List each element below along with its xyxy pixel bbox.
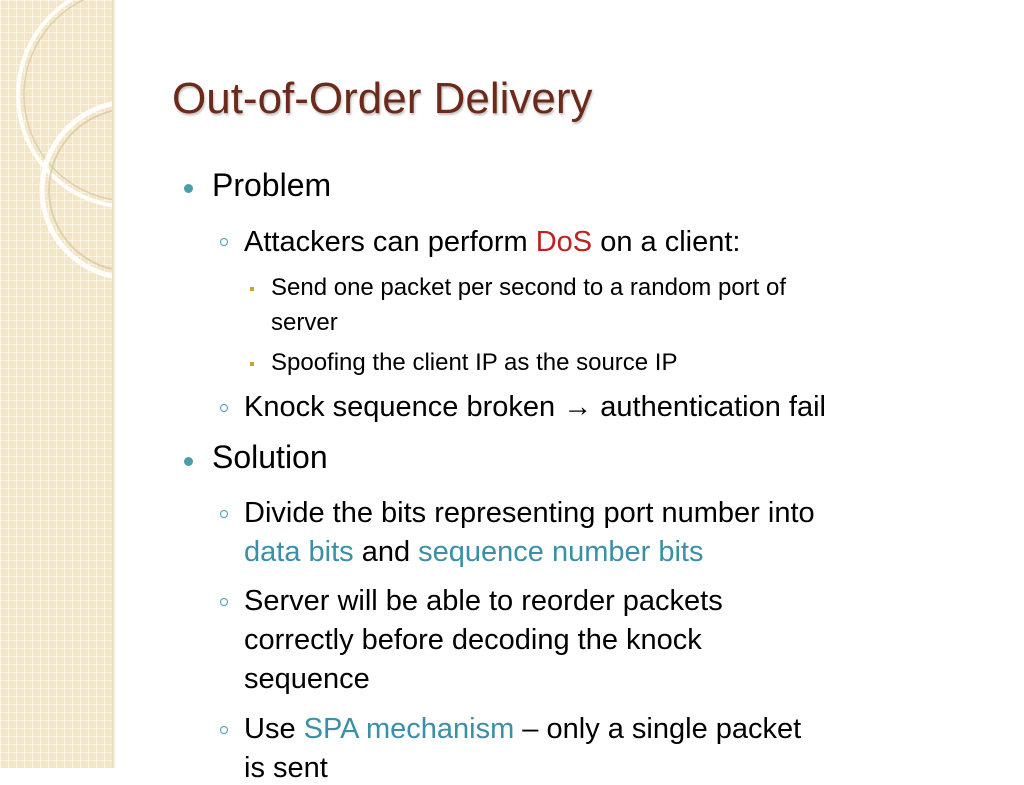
knock-point: Knock sequence broken → authentication f… xyxy=(244,391,826,424)
square-bullet xyxy=(250,287,254,291)
divide-point-line2: data bits and sequence number bits xyxy=(244,536,703,569)
sub-bullet-ring xyxy=(220,510,228,518)
sub-point-line: server xyxy=(271,309,338,336)
spa-point-line1: Use SPA mechanism – only a single packet xyxy=(244,713,801,746)
spa-highlight: SPA mechanism xyxy=(303,713,515,745)
sequence-bits-highlight: sequence number bits xyxy=(418,536,704,568)
sidebar-edge xyxy=(112,0,116,768)
divide-mid: and xyxy=(353,536,419,568)
solution-heading: Solution xyxy=(212,439,328,475)
spa-text-after: – only a single packet xyxy=(514,713,802,745)
sub-bullet-ring xyxy=(220,238,228,246)
right-arrow-icon: → xyxy=(563,391,593,423)
sidebar-swirl-graphic xyxy=(16,0,112,279)
reorder-point-line: Server will be able to reorder packets xyxy=(244,585,723,617)
data-bits-highlight: data bits xyxy=(244,536,354,568)
slide-title: Out-of-Order Delivery xyxy=(172,74,593,123)
knock-text-after: authentication fail xyxy=(592,391,826,423)
reorder-point-line: sequence xyxy=(244,663,370,695)
dos-highlight: DoS xyxy=(535,226,593,258)
attack-point: Attackers can perform DoS on a client: xyxy=(244,226,740,259)
spa-point-line2: is sent xyxy=(244,752,328,784)
sub-bullet-ring xyxy=(220,404,228,412)
sub-bullet-ring xyxy=(220,598,228,606)
bullet-dot xyxy=(184,184,193,193)
divide-point-line1: Divide the bits representing port number… xyxy=(244,497,815,529)
decorative-sidebar xyxy=(0,0,112,768)
square-bullet xyxy=(250,362,254,366)
sub-bullet-ring xyxy=(220,726,228,734)
attack-text-before: Attackers can perform xyxy=(244,226,536,258)
sub-point-line: Spoofing the client IP as the source IP xyxy=(271,349,678,376)
problem-heading: Problem xyxy=(212,167,332,203)
spa-text-before: Use xyxy=(244,713,304,745)
bullet-dot xyxy=(184,457,193,466)
knock-text-before: Knock sequence broken xyxy=(244,391,564,423)
reorder-point-line: correctly before decoding the knock xyxy=(244,624,702,656)
attack-text-after: on a client: xyxy=(592,226,741,258)
sub-point-line: Send one packet per second to a random p… xyxy=(271,274,787,301)
